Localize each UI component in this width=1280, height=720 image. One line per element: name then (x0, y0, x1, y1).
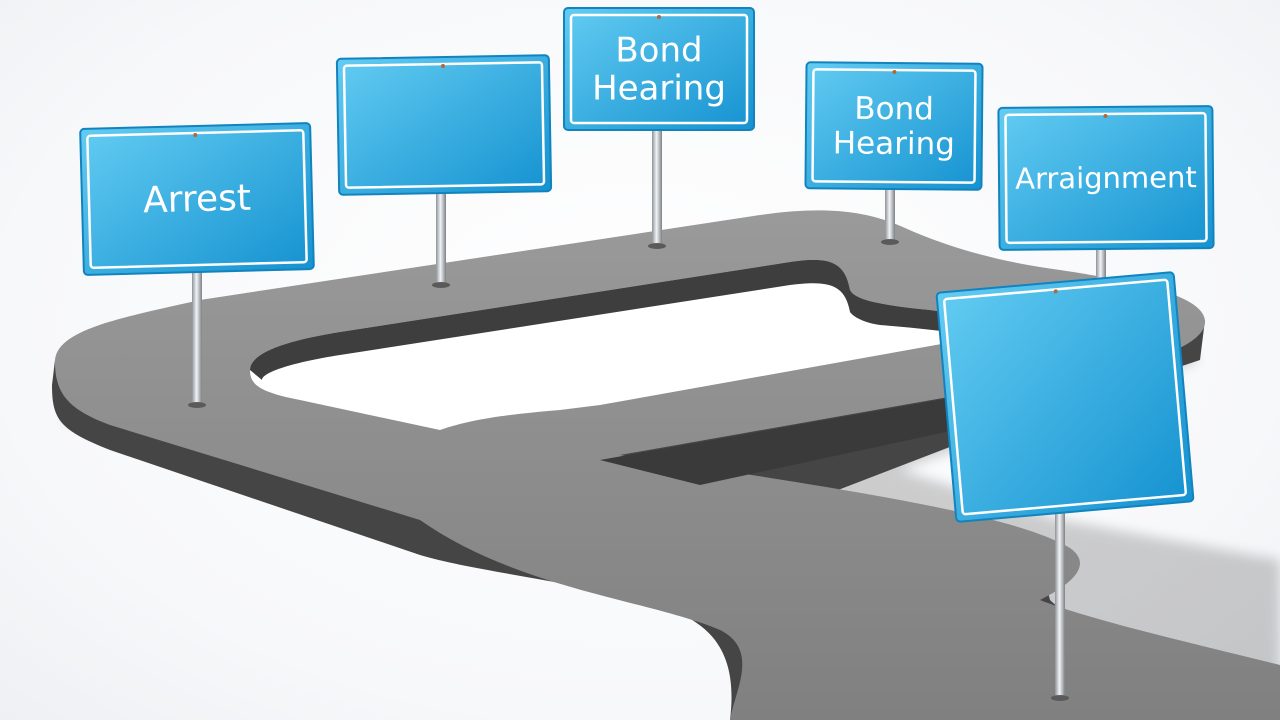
sign-pole (192, 268, 202, 405)
pole-base (188, 402, 206, 408)
pole-base (1051, 695, 1069, 701)
sign-panel (335, 54, 553, 196)
sign-pole (885, 185, 895, 242)
sign-arrest: Arrest (79, 122, 315, 408)
sign-board (335, 54, 553, 196)
sign-panel: Arraignment (997, 105, 1215, 251)
sign-board (997, 105, 1215, 251)
road-inner-wall (250, 259, 850, 380)
sign-blank-1 (335, 54, 553, 288)
sign-label: Hearing (833, 125, 955, 162)
sign-arraignment: Arraignment (997, 105, 1215, 293)
sign-board (804, 61, 984, 191)
road-inner-hole (250, 259, 1020, 430)
sign-blank-2 (935, 271, 1195, 701)
road-branch-wall (600, 398, 955, 485)
sign-pole (436, 189, 446, 285)
sign-pole (1096, 245, 1106, 290)
sign-bolt (1053, 289, 1058, 294)
sign-panel: Arrest (79, 122, 315, 276)
sign-bolt (657, 15, 661, 19)
sign-bolt (193, 133, 198, 138)
sign-pole (652, 126, 662, 246)
sign-bolt (892, 70, 897, 75)
sign-label: Arraignment (1015, 160, 1197, 196)
sign-board (935, 271, 1195, 523)
sign-label: Hearing (592, 69, 726, 109)
pole-base (881, 239, 899, 245)
sign-bolt (1103, 114, 1108, 119)
sign-label: Bond (854, 91, 934, 128)
sign-panel (935, 271, 1195, 523)
sign-label: Arrest (143, 178, 252, 222)
sign-pole (1055, 486, 1065, 698)
sign-border (811, 68, 977, 184)
sign-bolt (440, 64, 445, 69)
sign-board (79, 122, 315, 276)
pole-base (648, 243, 666, 249)
pole-base (432, 282, 450, 288)
sign-board (563, 7, 755, 131)
sign-label: Bond (615, 30, 702, 70)
